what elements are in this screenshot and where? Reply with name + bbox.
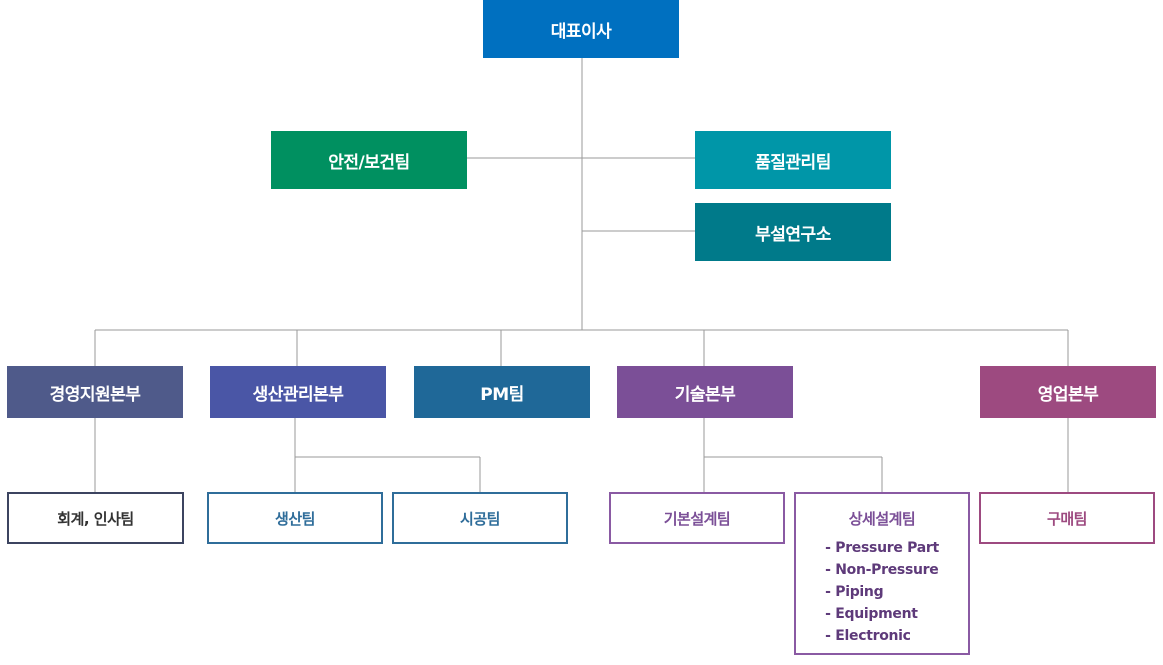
production-team-box: 생산팀 xyxy=(207,492,383,544)
ceo-label: 대표이사 xyxy=(550,21,612,42)
research-institute-label: 부설연구소 xyxy=(755,224,831,245)
production-management-division-box: 생산관리본부 xyxy=(210,366,386,418)
scope-item-piping: - Piping xyxy=(825,584,884,600)
safety-health-team-box: 안전/보건팀 xyxy=(271,131,467,189)
technology-division-box: 기술본부 xyxy=(617,366,793,418)
sales-division-label: 영업본부 xyxy=(1037,384,1099,405)
accounting-hr-team-box: 회계, 인사팀 xyxy=(7,492,184,544)
quality-control-team-box: 품질관리팀 xyxy=(695,131,891,189)
accounting-hr-team-label: 회계, 인사팀 xyxy=(57,509,134,528)
safety-health-team-label: 안전/보건팀 xyxy=(328,152,410,173)
sales-division-box: 영업본부 xyxy=(980,366,1156,418)
basic-design-team-label: 기본설계팀 xyxy=(663,509,731,528)
detail-design-team-label: 상세설계팀 xyxy=(848,510,916,528)
pm-team-box: PM팀 xyxy=(414,366,590,418)
scope-item-equipment: - Equipment xyxy=(825,606,918,622)
quality-control-team-label: 품질관리팀 xyxy=(755,152,831,173)
purchasing-team-box: 구매팀 xyxy=(979,492,1155,544)
basic-design-team-box: 기본설계팀 xyxy=(609,492,785,544)
scope-item-electronic: - Electronic xyxy=(825,628,911,644)
construction-team-box: 시공팀 xyxy=(392,492,568,544)
ceo-box: 대표이사 xyxy=(483,0,679,58)
technology-division-label: 기술본부 xyxy=(674,384,736,405)
management-support-division-label: 경영지원본부 xyxy=(49,384,141,405)
construction-team-label: 시공팀 xyxy=(460,509,500,528)
research-institute-box: 부설연구소 xyxy=(695,203,891,261)
scope-item-non-pressure: - Non-Pressure xyxy=(825,562,939,578)
detail-design-scope-list: - Pressure Part - Non-Pressure - Piping … xyxy=(825,537,939,647)
purchasing-team-label: 구매팀 xyxy=(1047,509,1087,528)
scope-item-pressure-part: - Pressure Part xyxy=(825,540,939,556)
production-management-division-label: 생산관리본부 xyxy=(252,384,344,405)
management-support-division-box: 경영지원본부 xyxy=(7,366,183,418)
detail-design-team-box: 상세설계팀 - Pressure Part - Non-Pressure - P… xyxy=(794,492,970,655)
production-team-label: 생산팀 xyxy=(275,509,315,528)
pm-team-label: PM팀 xyxy=(480,384,524,405)
